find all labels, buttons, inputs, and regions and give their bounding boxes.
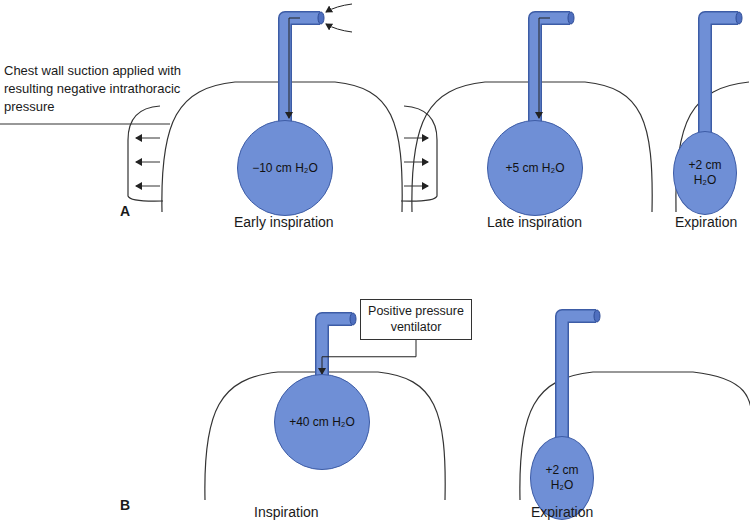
phase-label: Inspiration — [254, 504, 319, 520]
airflow-arrows — [289, 4, 550, 118]
device-label: Positive pressure ventilator — [368, 304, 464, 334]
chest-outlines — [0, 82, 750, 500]
suction-shell — [128, 106, 163, 201]
lung-shape: +40 cm H₂O — [274, 374, 370, 470]
chest-wall — [205, 372, 445, 500]
text-wrap: +5 cm H₂O — [493, 161, 577, 176]
pressure-value: +5 cm H₂O — [493, 161, 577, 176]
phase-label: Expiration — [675, 214, 737, 230]
text-wrap: Positive pressure ventilator — [367, 303, 465, 336]
leader-line — [0, 123, 170, 124]
phase-label: Early inspiration — [234, 214, 334, 230]
suction-shell — [401, 106, 437, 201]
phase-label: Expiration — [531, 504, 593, 520]
text-wrap: +2 cm H₂O — [537, 463, 587, 493]
lung-shape: +2 cm H₂O — [673, 131, 737, 215]
text-wrap: +40 cm H₂O — [280, 415, 364, 430]
callout-note: Chest wall suction applied with resultin… — [4, 62, 192, 117]
text-wrap: +2 cm H₂O — [680, 158, 730, 188]
airflow-connector — [322, 340, 416, 375]
lung-shape: +5 cm H₂O — [487, 120, 583, 216]
pressure-value: +2 cm H₂O — [680, 158, 730, 188]
device-box: Positive pressure ventilator — [360, 299, 472, 340]
pressure-value: −10 cm H₂O — [243, 161, 327, 176]
tube-openings — [318, 12, 742, 325]
airway-tubes — [285, 18, 738, 445]
lung-shape: −10 cm H₂O — [237, 120, 333, 216]
panel-letter: A — [120, 203, 130, 219]
phase-label: Late inspiration — [487, 214, 582, 230]
pressure-value: +40 cm H₂O — [280, 415, 364, 430]
pressure-value: +2 cm H₂O — [537, 463, 587, 493]
panel-letter: B — [120, 497, 130, 513]
text-wrap: −10 cm H₂O — [243, 161, 327, 176]
